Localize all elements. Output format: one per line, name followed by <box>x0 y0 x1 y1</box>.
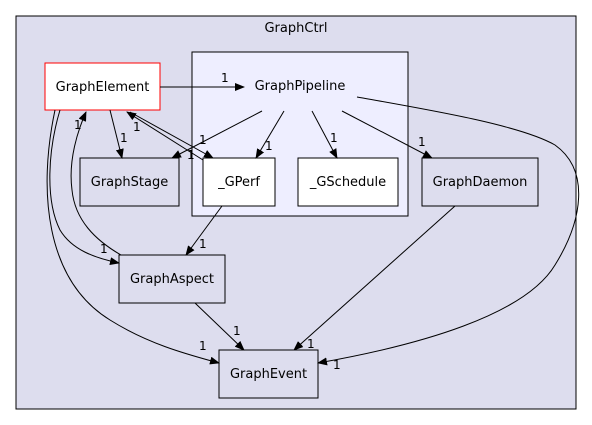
node-gschedule[interactable]: _GSchedule <box>297 157 399 207</box>
edge-label-pipeline-to-event: 1 <box>333 358 341 372</box>
edge-label-pipeline-to-gschedule: 1 <box>330 131 338 145</box>
edge-daemon-to-event <box>293 205 456 351</box>
edge-label-pipeline-to-stage: 1 <box>187 148 195 162</box>
edge-element-to-stage <box>109 109 124 159</box>
graphpipeline-cluster-title[interactable]: GraphPipeline <box>255 79 346 94</box>
node-gperf[interactable]: _GPerf <box>202 157 276 207</box>
node-graph-daemon[interactable]: GraphDaemon <box>421 157 539 207</box>
edge-gperf-to-element <box>126 111 204 161</box>
node-graph-event[interactable]: GraphEvent <box>218 349 319 399</box>
edge-pipeline-to-stage <box>171 110 263 159</box>
edge-label-element-to-aspect: 1 <box>100 242 108 256</box>
edge-label-aspect-to-event: 1 <box>233 324 241 338</box>
edge-label-gperf-to-element: 1 <box>133 120 141 134</box>
svg-text:GraphDaemon: GraphDaemon <box>433 175 528 190</box>
edge-label-gperf-to-aspect: 1 <box>199 237 207 251</box>
svg-text:GraphAspect: GraphAspect <box>130 272 214 287</box>
edge-pipeline-to-daemon <box>341 110 433 159</box>
svg-text:GraphStage: GraphStage <box>91 175 168 190</box>
node-graph-stage[interactable]: GraphStage <box>79 157 180 207</box>
svg-text:GraphEvent: GraphEvent <box>230 367 307 382</box>
edge-pipeline-to-gperf <box>255 110 285 159</box>
edge-aspect-to-event <box>194 302 245 351</box>
edge-label-element-to-gperf: 1 <box>199 133 207 147</box>
svg-text:_GSchedule: _GSchedule <box>309 175 386 190</box>
edge-label-daemon-to-event: 1 <box>307 337 315 351</box>
edge-label-element-to-stage: 1 <box>120 131 128 145</box>
edge-label-element-to-event: 1 <box>199 339 207 353</box>
edge-label-pipeline-to-daemon: 1 <box>418 135 426 149</box>
node-graph-aspect[interactable]: GraphAspect <box>118 254 226 304</box>
edge-pipeline-to-gschedule <box>311 110 338 159</box>
edge-element-to-event <box>46 109 220 365</box>
svg-text:_GPerf: _GPerf <box>217 175 260 190</box>
edge-element-to-aspect <box>49 109 120 266</box>
edge-label-pipeline-to-gperf: 1 <box>265 139 273 153</box>
edge-pipeline-to-event <box>317 96 580 366</box>
edge-label-aspect-to-element: 1 <box>74 118 82 132</box>
graphctrl-cluster-title: GraphCtrl <box>264 21 327 36</box>
node-graph-element[interactable]: GraphElement <box>44 62 161 111</box>
edge-label-element-to-pipeline: 1 <box>221 71 229 85</box>
edge-aspect-to-element <box>70 111 122 256</box>
edge-gperf-to-aspect <box>185 205 223 256</box>
edge-element-to-gperf <box>129 111 214 159</box>
svg-text:GraphElement: GraphElement <box>56 80 150 95</box>
